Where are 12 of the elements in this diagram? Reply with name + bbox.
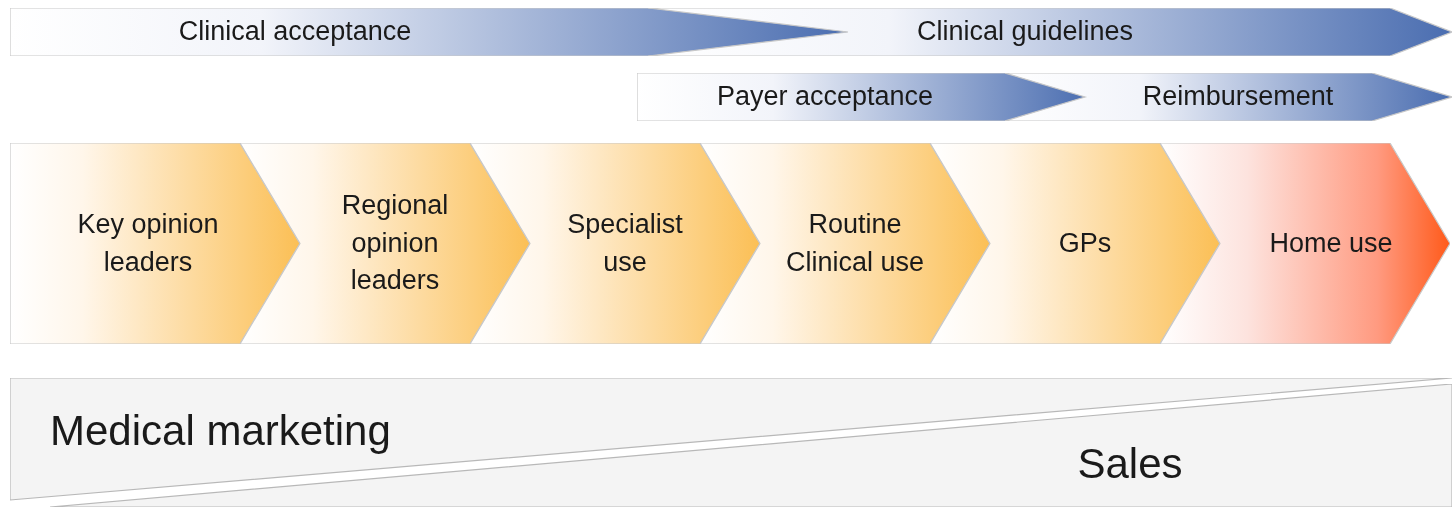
band-label: Medical marketing	[50, 405, 391, 456]
step-label: Clinical guidelines	[916, 15, 1134, 49]
step-label: Payer acceptance	[716, 80, 934, 114]
step-label: GPs	[1058, 226, 1112, 260]
step-label: Home use	[1269, 226, 1393, 260]
step-label: Reimbursement	[1142, 80, 1334, 114]
band-label: Sales	[1077, 438, 1183, 489]
step-label: Routine Clinical use	[784, 207, 926, 279]
step-label: Specialist use	[566, 207, 684, 279]
step-label: Key opinion leaders	[76, 207, 220, 279]
step-label: Clinical acceptance	[178, 15, 412, 49]
step-label: Regional opinion leaders	[340, 188, 450, 298]
